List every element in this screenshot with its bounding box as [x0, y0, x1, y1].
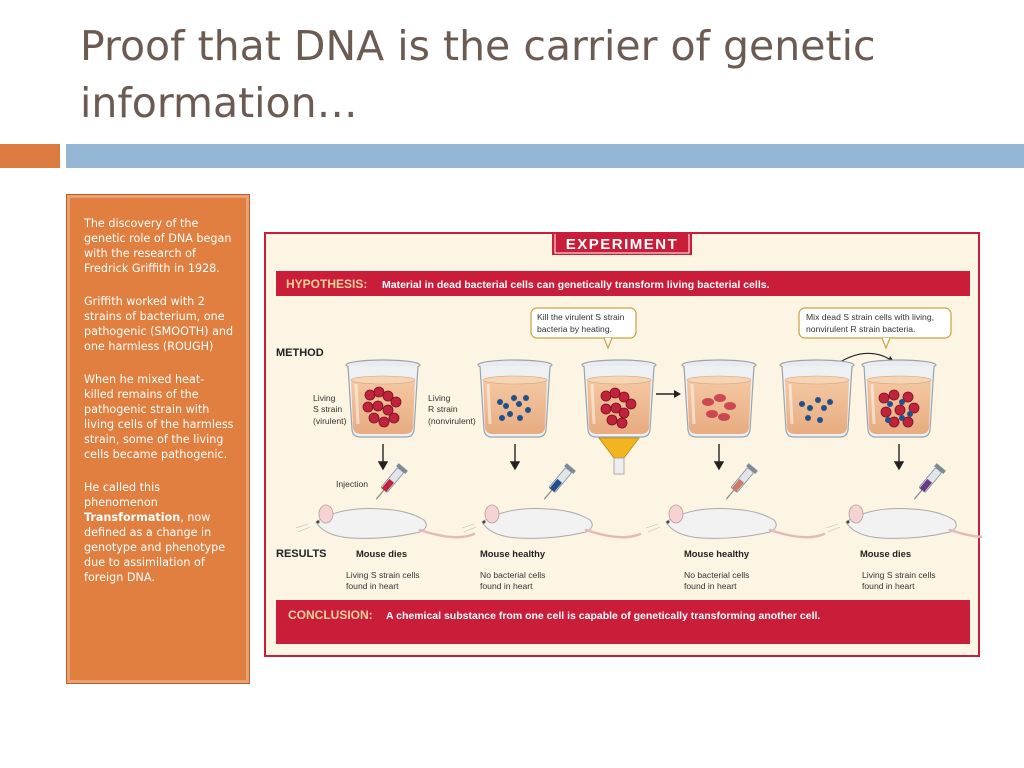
r-strain-label-3: (nonvirulent) — [428, 416, 476, 426]
sidebar-paragraph-3: When he mixed heat-killed remains of the… — [84, 373, 234, 461]
experiment-figure: EXPERIMENT HYPOTHESIS: Material in dead … — [264, 232, 982, 657]
callout-mix-box — [798, 307, 952, 339]
callout-kill-line1: Kill the virulent S strain — [537, 312, 625, 322]
slide-title: Proof that DNA is the carrier of genetic… — [80, 22, 876, 128]
sidebar-p4-post: , now defined as a change in genotype an… — [84, 511, 226, 584]
s-strain-label-1: Living — [313, 393, 336, 403]
method-label: METHOD — [276, 347, 324, 359]
result-4-title: Mouse dies — [860, 548, 911, 559]
hypothesis-band — [276, 271, 970, 296]
result-4-line2: found in heart — [862, 581, 915, 591]
beaker-r-strain-2 — [778, 358, 856, 439]
conclusion-label: CONCLUSION: — [288, 608, 373, 622]
beaker-mixture — [860, 358, 938, 439]
hypothesis-label: HYPOTHESIS: — [286, 277, 367, 291]
mouse-2 — [460, 503, 642, 540]
r-strain-label-2: R strain — [428, 404, 458, 414]
experiment-header: EXPERIMENT — [566, 236, 679, 253]
syringe-1 — [371, 462, 409, 504]
mouse-1 — [294, 503, 476, 540]
heat-arrow — [656, 390, 681, 398]
result-4-line1: Living S strain cells — [862, 570, 936, 580]
syringe-4 — [909, 462, 947, 504]
mouse-3 — [644, 503, 826, 540]
mouse-4 — [824, 503, 982, 540]
syringe-3 — [721, 462, 759, 504]
result-3-line2: found in heart — [684, 581, 737, 591]
syringe-2 — [539, 462, 577, 504]
beaker-s-strain — [344, 358, 422, 439]
result-1-title: Mouse dies — [356, 548, 407, 559]
experiment-diagram: EXPERIMENT HYPOTHESIS: Material in dead … — [276, 234, 982, 644]
sidebar-paragraph-2: Griffith worked with 2 strains of bacter… — [84, 295, 234, 353]
result-1-line2: found in heart — [346, 581, 399, 591]
sidebar-paragraph-4: He called this phenomenon Transformation… — [84, 480, 234, 585]
s-strain-label-2: S strain — [313, 404, 342, 414]
hypothesis-text: Material in dead bacterial cells can gen… — [382, 279, 770, 291]
title-underline-blue — [66, 144, 1024, 168]
callout-kill-line2: bacteria by heating. — [537, 324, 612, 334]
callout-mix-line1: Mix dead S strain cells with living, — [806, 312, 934, 322]
title-underline-orange — [0, 144, 60, 168]
callout-kill-box — [530, 307, 637, 339]
beaker-r-strain — [476, 358, 554, 439]
conclusion-text: A chemical substance from one cell is ca… — [386, 610, 820, 622]
sidebar-paragraph-1: The discovery of the genetic role of DNA… — [84, 217, 232, 275]
sidebar-p4-pre: He called this phenomenon — [84, 481, 161, 509]
result-3-title: Mouse healthy — [684, 548, 750, 559]
injection-label: Injection — [336, 479, 368, 489]
result-2-title: Mouse healthy — [480, 548, 546, 559]
beaker-heat-kill — [580, 358, 658, 475]
sidebar-p4-bold: Transformation — [84, 511, 181, 524]
result-1-line1: Living S strain cells — [346, 570, 420, 580]
experiment-header-box — [552, 234, 692, 255]
results-label: RESULTS — [276, 548, 327, 560]
conclusion-band — [276, 600, 970, 644]
result-3-line1: No bacterial cells — [684, 570, 749, 580]
result-2-line2: found in heart — [480, 581, 533, 591]
sidebar-text: The discovery of the genetic role of DNA… — [84, 216, 234, 603]
s-strain-label-3: (virulent) — [313, 416, 347, 426]
result-2-line1: No bacterial cells — [480, 570, 545, 580]
callout-mix-line2: nonvirulent R strain bacteria. — [806, 324, 915, 334]
beaker-dead-s — [680, 358, 758, 439]
down-arrows — [377, 444, 905, 471]
sidebar-text-box: The discovery of the genetic role of DNA… — [66, 194, 250, 684]
r-strain-label-1: Living — [428, 393, 451, 403]
